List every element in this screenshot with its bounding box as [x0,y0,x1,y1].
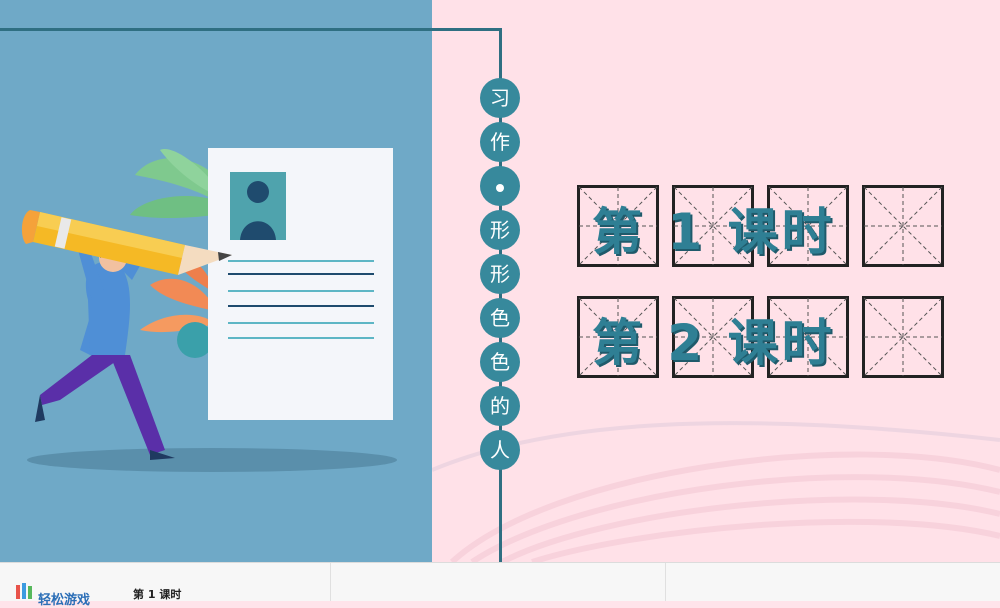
illustration-panel [0,0,432,562]
tian-grid-cell [767,296,849,378]
flower-decoration [177,322,213,358]
section-label[interactable]: 轻松游戏 [38,593,91,608]
running-person [35,240,175,460]
title-char-9: 人 [480,430,520,470]
ground-shadow [27,448,397,472]
frame-line-vertical [499,28,502,562]
tian-grid-cell [672,185,754,267]
title-char-7: 色 [480,342,520,382]
dot-icon [496,183,504,192]
wave-decoration [432,421,1000,562]
resume-text-lines [228,260,374,339]
bottom-nav-bar: 轻松游戏 第 1 课时 [0,562,1000,608]
pencil [21,210,232,275]
lesson-2-grid [577,296,945,378]
current-lesson-label: 第 1 课时 [133,588,182,601]
tian-grid-cell [577,185,659,267]
tian-grid-cell [767,185,849,267]
tian-grid-cell [862,296,944,378]
leaf-decoration [130,149,215,219]
content-panel [432,0,1000,562]
title-char-5: 形 [480,254,520,294]
lesson-1-grid [577,185,945,267]
resume-pencil-illustration [21,148,397,472]
pencils-icon [16,583,32,599]
tian-grid-cell [672,296,754,378]
title-char-6: 色 [480,298,520,338]
frame-line-top [0,28,500,31]
title-separator-dot [480,166,520,206]
title-char-2: 作 [480,122,520,162]
tian-grid-cell [577,296,659,378]
title-char-8: 的 [480,386,520,426]
tian-grid-cell [862,185,944,267]
title-char-4: 形 [480,210,520,250]
title-char-1: 习 [480,78,520,118]
lesson-1-link[interactable]: 第 1 课时 [592,203,836,261]
lesson-2-link[interactable]: 第 2 课时 [592,314,836,372]
